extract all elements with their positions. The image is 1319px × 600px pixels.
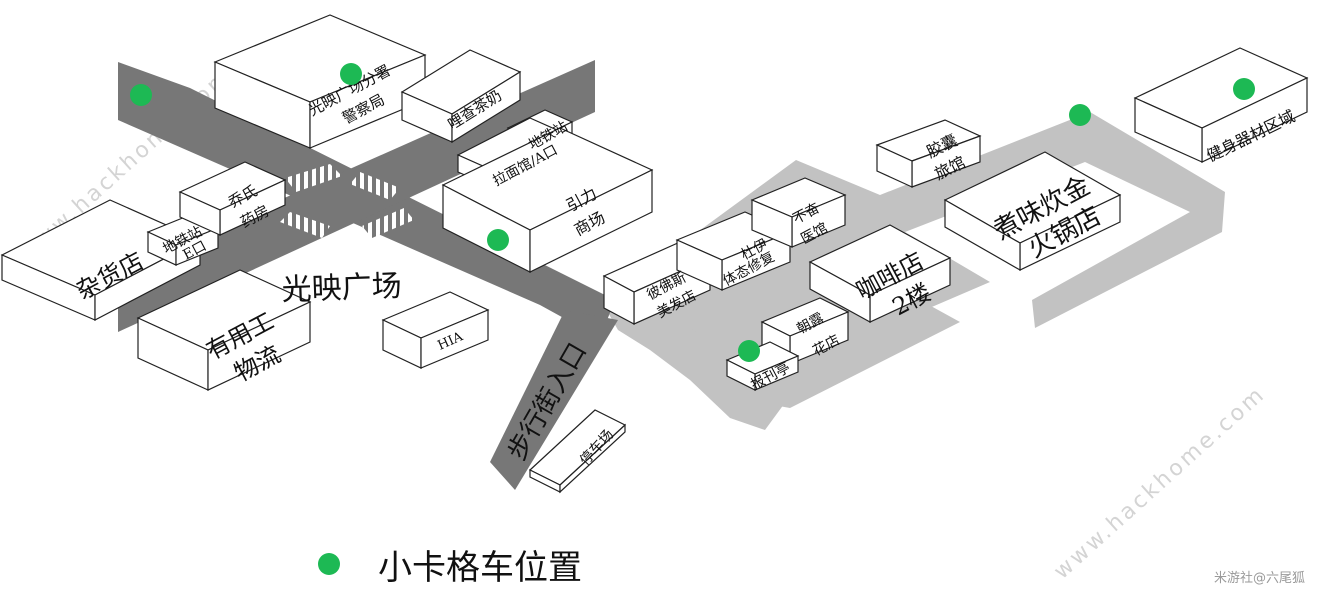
marker-grocery-road[interactable] xyxy=(130,84,152,106)
building-gym xyxy=(1133,47,1309,163)
legend: 小卡格车位置 xyxy=(318,538,582,590)
marker-police[interactable] xyxy=(340,63,362,85)
marker-mall[interactable] xyxy=(487,229,509,251)
building-hia xyxy=(381,291,490,369)
building-newsstand xyxy=(725,341,800,391)
building-police xyxy=(213,14,427,149)
building-parking xyxy=(528,409,627,494)
marker-layer xyxy=(130,63,1255,362)
credit-text: 米游社@六尾狐 xyxy=(1213,571,1305,586)
watermark-right: www.hackhome.com xyxy=(1049,381,1271,584)
legend-label: 小卡格车位置 xyxy=(378,547,582,588)
marker-walkway-top[interactable] xyxy=(1069,104,1091,126)
building-mall xyxy=(441,127,654,273)
building-logistics xyxy=(136,269,312,391)
building-hotpot xyxy=(943,151,1122,272)
building-pharmacy xyxy=(178,161,287,236)
label-square: 光映广场 xyxy=(281,269,402,308)
building-clinic xyxy=(750,177,847,248)
marker-gym[interactable] xyxy=(1233,78,1255,100)
building-teashop xyxy=(400,49,522,144)
legend-marker-dot xyxy=(318,553,340,575)
marker-newsstand[interactable] xyxy=(738,340,760,362)
building-capsule-hotel xyxy=(875,119,982,188)
building-cafe xyxy=(808,224,952,324)
